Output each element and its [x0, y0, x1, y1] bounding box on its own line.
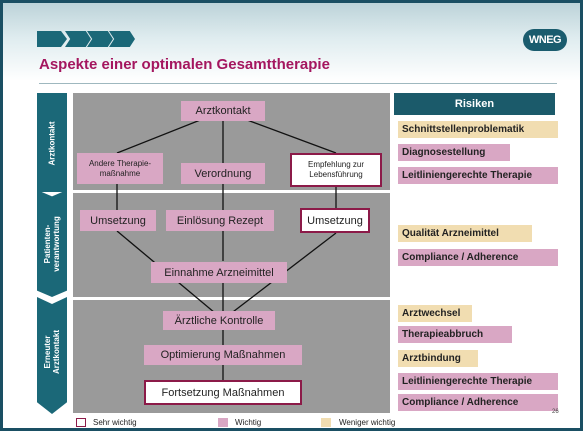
legend-swatch-weniger-wichtig: [321, 418, 331, 427]
section-bar-patientenverantwortung: [37, 190, 67, 297]
page-number: 26: [552, 409, 559, 415]
legend-swatch-sehr-wichtig: [76, 418, 86, 427]
node-einloesung-rezept: Einlösung Rezept: [166, 210, 274, 231]
node-empfehlung-lebensfuehrung: Empfehlung zur Lebensführung: [290, 153, 382, 187]
node-umsetzung-right: Umsetzung: [300, 208, 370, 233]
node-arztkontakt: Arztkontakt: [181, 101, 265, 121]
section-bar-erneuter-arztkontakt: [37, 297, 67, 414]
legend-label-sehr-wichtig: Sehr wichtig: [93, 418, 137, 427]
node-aerztliche-kontrolle: Ärztliche Kontrolle: [163, 311, 275, 330]
section-bar-arztkontakt: [37, 93, 67, 192]
risk-item: Arztwechsel: [398, 305, 472, 322]
node-andere-therapiemassnahme-text: Andere Therapie- maßnahme: [88, 158, 152, 178]
node-empfehlung-lebensfuehrung-text: Empfehlung zur Lebensführung: [307, 160, 365, 179]
risks-header: Risiken: [394, 93, 555, 115]
risk-item: Arztbindung: [398, 350, 478, 367]
node-umsetzung-left: Umsetzung: [80, 210, 156, 231]
risk-item: Therapieabbruch: [398, 326, 512, 343]
risk-item: Qualität Arzneimittel: [398, 225, 532, 242]
title-divider: [39, 83, 557, 84]
legend-label-wichtig: Wichtig: [235, 418, 262, 427]
page-title: Aspekte einer optimalen Gesamttherapie: [39, 56, 330, 73]
flow-connectors: [116, 110, 337, 380]
risk-item: Leitliniengerechte Therapie: [398, 373, 558, 390]
node-verordnung: Verordnung: [181, 163, 265, 184]
logo: WNEG: [523, 29, 567, 51]
risk-item: Schnittstellenproblematik: [398, 121, 558, 138]
node-einnahme-arzneimittel: Einnahme Arzneimittel: [151, 262, 287, 283]
legend-label-weniger-wichtig: Weniger wichtig: [339, 418, 396, 427]
risk-item: Compliance / Adherence: [398, 394, 558, 411]
risk-item: Diagnosestellung: [398, 144, 510, 161]
legend-swatch-wichtig: [218, 418, 228, 427]
risk-item: Leitliniengerechte Therapie: [398, 167, 558, 184]
node-andere-therapiemassnahme: Andere Therapie- maßnahme: [77, 153, 163, 184]
node-fortsetzung-massnahmen: Fortsetzung Maßnahmen: [144, 380, 302, 405]
risk-item: Compliance / Adherence: [398, 249, 558, 266]
node-optimierung-massnahmen: Optimierung Maßnahmen: [144, 345, 302, 365]
